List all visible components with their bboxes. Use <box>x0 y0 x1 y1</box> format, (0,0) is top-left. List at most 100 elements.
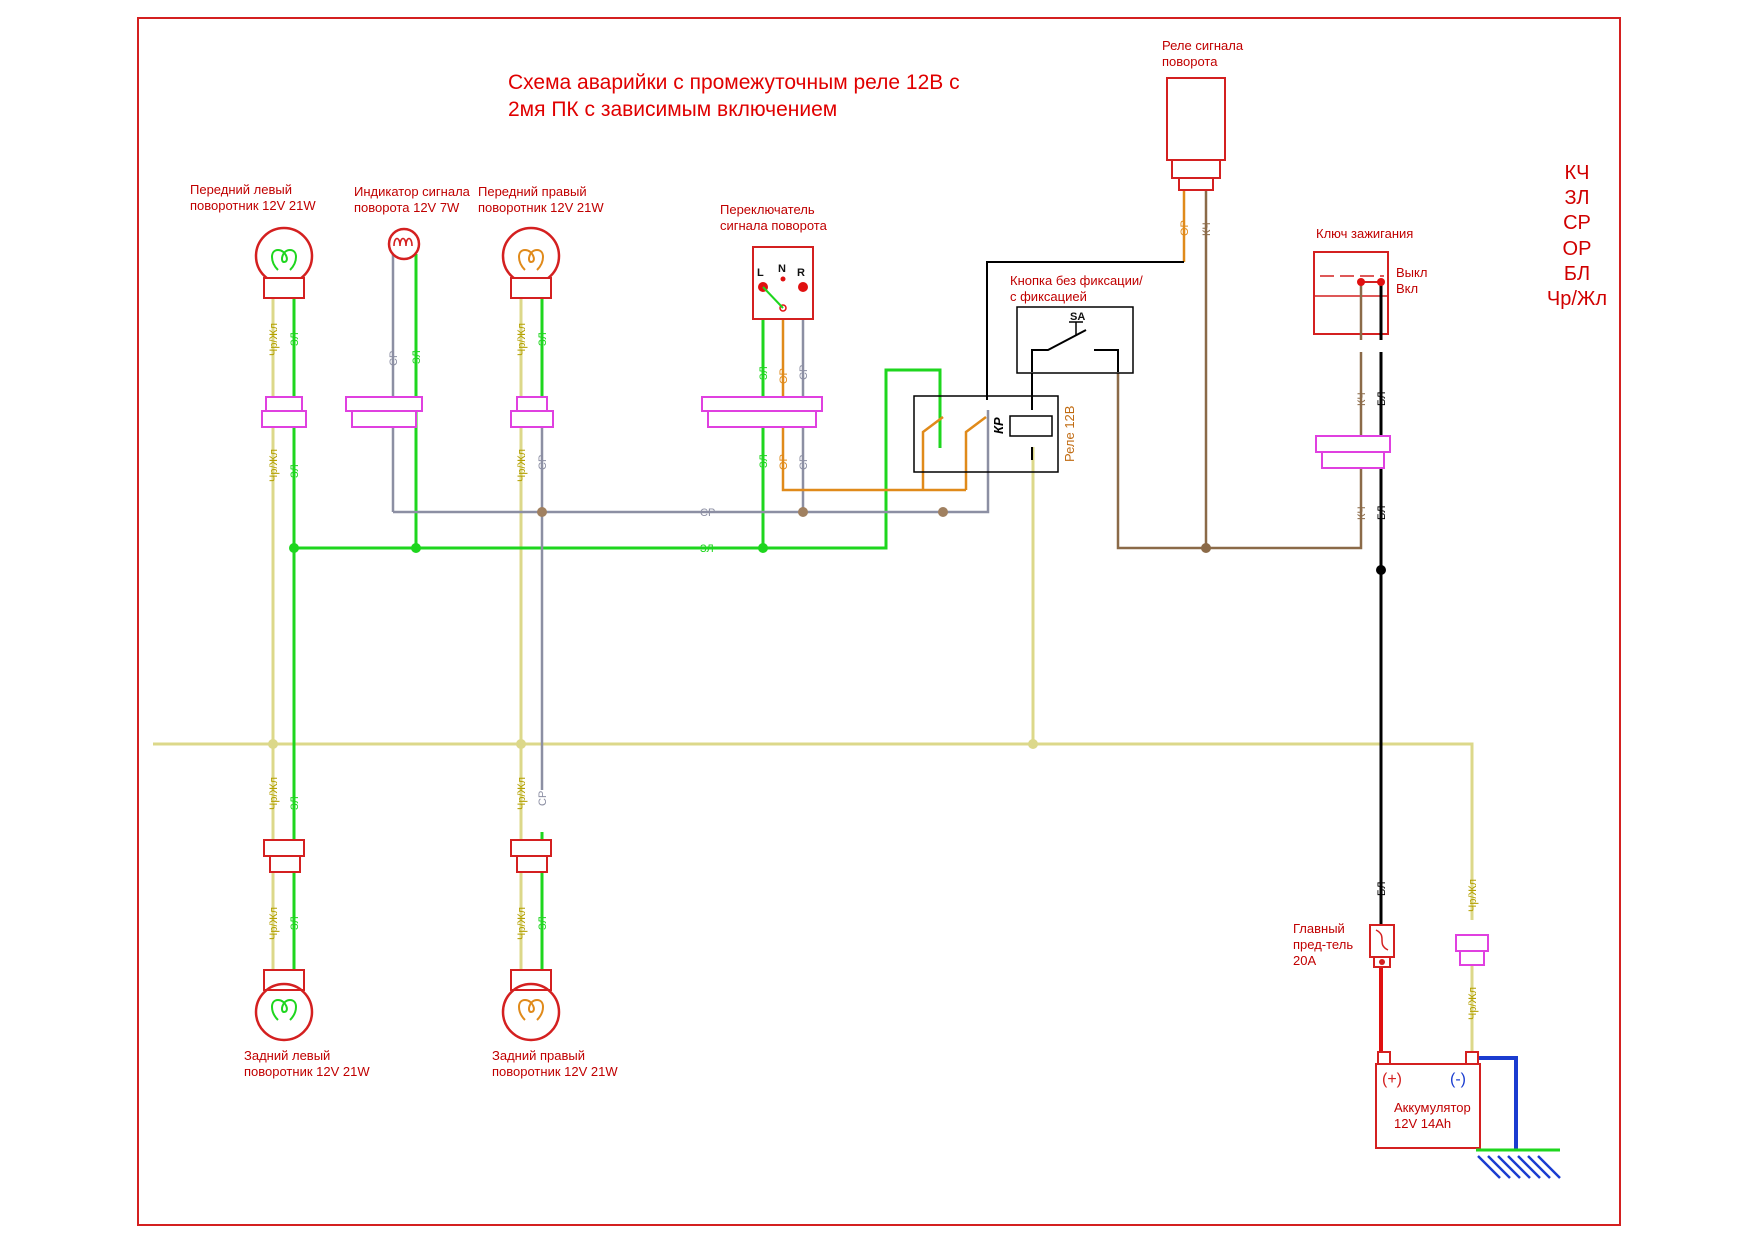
junction-dot <box>1028 739 1038 749</box>
relay-coil-label: КР <box>991 417 1006 434</box>
relay-name: Реле 12В <box>1062 406 1077 462</box>
lamp-bulb-icon <box>501 226 561 286</box>
wire-label-black-yellow: Чр/Жл <box>268 449 280 482</box>
wire-label-green: ЗЛ <box>411 350 423 364</box>
battery-terminal-plus <box>1377 1051 1391 1065</box>
wire-label-gray: СР <box>798 365 810 380</box>
flasher-body <box>1166 77 1226 161</box>
switch-pin-label: L <box>757 267 764 279</box>
relay-coil-icon <box>1009 415 1053 437</box>
rear-right-label-1: Задний правый <box>492 1048 585 1063</box>
lamp-bulb-icon <box>254 982 314 1042</box>
wire-label-gray: СР <box>537 791 549 806</box>
wire-label-green: ЗЛ <box>289 464 301 478</box>
legend-item: ЗЛ <box>1565 187 1590 209</box>
connector-rear-right-top <box>510 839 552 857</box>
connector-ignition-bottom <box>1321 451 1385 469</box>
fuse-label-1: Главный <box>1293 921 1345 936</box>
connector-front-left-top <box>265 396 303 412</box>
junction-dot <box>411 543 421 553</box>
front-right-lamp <box>501 226 561 299</box>
indicator-label-1: Индикатор сигнала <box>354 184 471 199</box>
button-label-1: Кнопка без фиксации/ <box>1010 273 1143 288</box>
connector-indicator-top <box>345 396 423 412</box>
wire-label-orange: ОР <box>778 454 790 470</box>
wire-label-black-yellow: Чр/Жл <box>268 323 280 356</box>
connector-front-right-bottom <box>510 410 554 428</box>
wire-label-green: ЗЛ <box>289 796 301 810</box>
ignition-label: Ключ зажигания <box>1316 226 1413 241</box>
connector-rear-left-top <box>263 839 305 857</box>
flasher-label-1: Реле сигнала <box>1162 38 1244 53</box>
ignition-state-on: Вкл <box>1396 281 1418 296</box>
battery-minus-label: (-) <box>1450 1071 1466 1088</box>
rear-left-lamp <box>254 969 314 1042</box>
wire-label-brown: КЧ <box>1356 392 1368 406</box>
lamp-base <box>263 277 305 299</box>
wire-label-green: ЗЛ <box>537 332 549 346</box>
ignition-body <box>1313 251 1389 335</box>
lamp-bulb-icon <box>254 226 314 286</box>
wire-label-brown: КЧ <box>1356 506 1368 520</box>
flasher-base <box>1171 159 1221 179</box>
wire-label-black-yellow: Чр/Жл <box>516 449 528 482</box>
wire-label-black-yellow: Чр/Жл <box>268 777 280 810</box>
wire-label-white: БЛ <box>1376 882 1388 896</box>
filament-icon <box>393 237 413 247</box>
button-label-2: с фиксацией <box>1010 289 1087 304</box>
button-body <box>1016 306 1134 374</box>
wire-label-gray: СР <box>537 455 549 470</box>
wire-label-gray: СР <box>798 455 810 470</box>
lamp-bulb-icon <box>501 982 561 1042</box>
junction-dot <box>798 507 808 517</box>
ground-icon <box>1476 1148 1561 1179</box>
front-left-label-2: поворотник 12V 21W <box>190 198 316 213</box>
wire-color-legend: КЧ ЗЛ СР ОР БЛ Чр/Жл <box>1547 162 1607 310</box>
filament-icon <box>271 248 297 271</box>
legend-item: КЧ <box>1565 162 1590 184</box>
rear-connectors <box>263 839 552 873</box>
black-wire-flasher-relay <box>986 261 1184 400</box>
wire-label-black-yellow: Чр/Жл <box>1467 987 1479 1020</box>
switch-label-1: Переключатель <box>720 202 815 217</box>
connector-switch-top <box>701 396 823 412</box>
battery-label-2: 12V 14Ah <box>1394 1116 1451 1131</box>
relay-box <box>913 395 1059 473</box>
wire-label-green: ЗЛ <box>758 366 770 380</box>
battery-terminal-minus <box>1465 1051 1479 1065</box>
wire-label-green: ЗЛ <box>758 454 770 468</box>
wire-label-black-yellow: Чр/Жл <box>516 323 528 356</box>
wire-label-orange: ОР <box>778 368 790 384</box>
indicator-lamp <box>387 227 421 261</box>
connector-switch-bottom <box>707 410 817 428</box>
filament-icon <box>518 248 544 271</box>
lamp-base <box>510 277 552 299</box>
connectors <box>261 396 1489 966</box>
wire-label-green: ЗЛ <box>289 916 301 930</box>
legend-item: ОР <box>1563 238 1592 260</box>
wire-label-orange: ОР <box>1179 220 1191 236</box>
junction-dot <box>516 739 526 749</box>
battery: (+) (-) Аккумулятор 12V 14Ah <box>1375 1051 1481 1149</box>
junction-dot <box>758 543 768 553</box>
wire-label-black-yellow: Чр/Жл <box>516 777 528 810</box>
fuse-icon <box>1375 929 1389 951</box>
switch-pin-N <box>780 276 786 282</box>
switch-pin-label: R <box>797 267 805 279</box>
switch-label-2: сигнала поворота <box>720 218 828 233</box>
switch-pin-label: N <box>778 263 786 275</box>
title-line-2: 2мя ПК с зависимым включением <box>508 98 837 121</box>
blue-ground-wire <box>1472 1056 1518 1150</box>
front-left-label-1: Передний левый <box>190 182 292 197</box>
rear-left-label-1: Задний левый <box>244 1048 330 1063</box>
rear-left-label-2: поворотник 12V 21W <box>244 1064 370 1079</box>
relay-contact-1 <box>921 416 944 462</box>
wire-label-black-yellow: Чр/Жл <box>516 907 528 940</box>
ignition-pin <box>1377 278 1385 286</box>
battery-body <box>1375 1063 1481 1149</box>
battery-label-1: Аккумулятор <box>1394 1100 1471 1115</box>
battery-plus-label: (+) <box>1382 1071 1402 1088</box>
filament-icon <box>518 998 544 1021</box>
junction-dot <box>537 507 547 517</box>
